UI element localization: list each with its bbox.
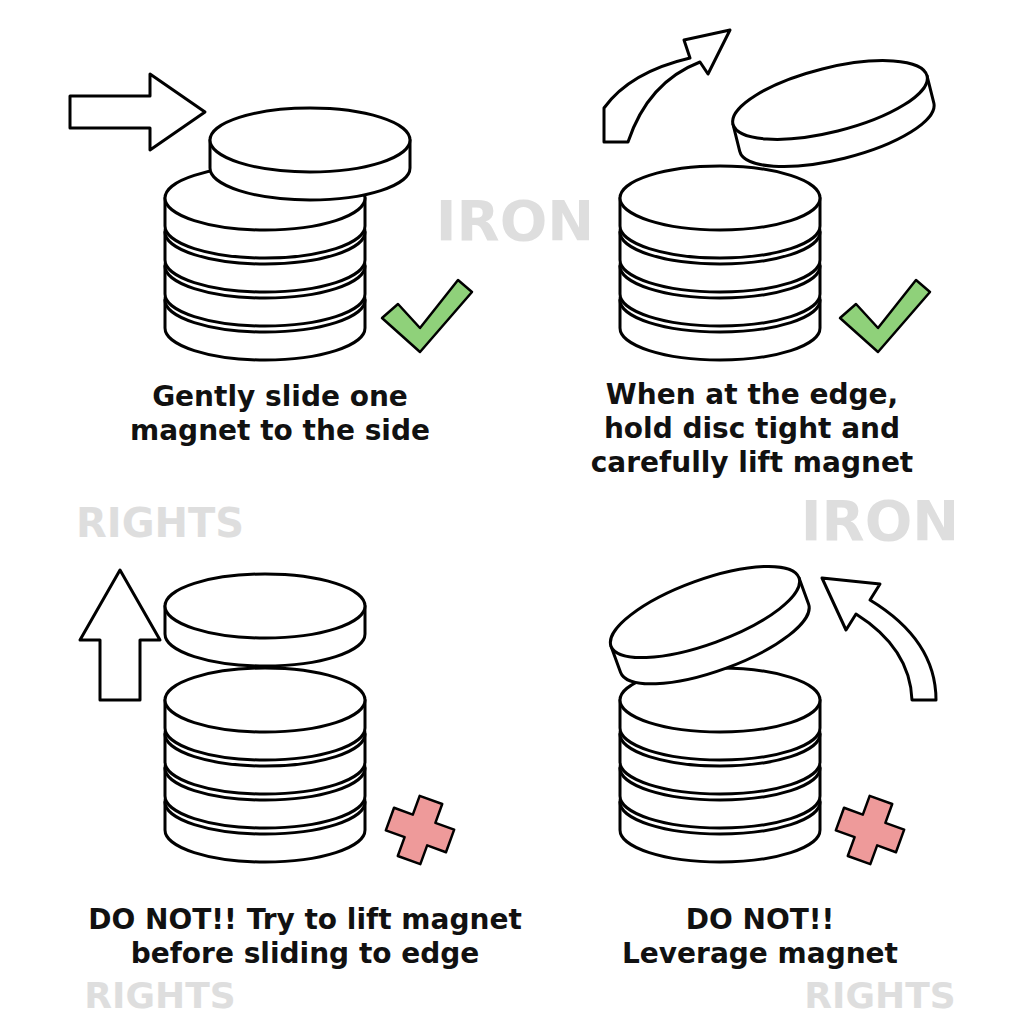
watermark: RIGHTS (30, 975, 290, 1017)
check-mark (382, 280, 472, 352)
curved-arrow (604, 30, 730, 142)
watermark: RIGHTS (30, 500, 290, 546)
instruction-caption: When at the edge, hold disc tight and ca… (577, 378, 927, 480)
up-arrow (80, 570, 160, 700)
cross-mark (379, 789, 461, 871)
slide-arrow (70, 74, 205, 150)
warning-caption: DO NOT!! Try to lift magnet before slidi… (65, 903, 545, 971)
magnet-stack (620, 45, 942, 360)
instruction-caption: Gently slide one magnet to the side (115, 380, 445, 448)
warning-caption: DO NOT!! Leverage magnet (615, 903, 905, 971)
magnet-stack (165, 108, 410, 360)
magnet-stack (165, 574, 365, 862)
watermark: IRON (770, 490, 990, 552)
curved-arrow (822, 578, 936, 700)
check-mark (840, 280, 930, 352)
magnet-stack (600, 548, 820, 862)
cross-mark (829, 789, 911, 871)
watermark: IRON (415, 190, 615, 252)
watermark: RIGHTS (760, 975, 1000, 1017)
